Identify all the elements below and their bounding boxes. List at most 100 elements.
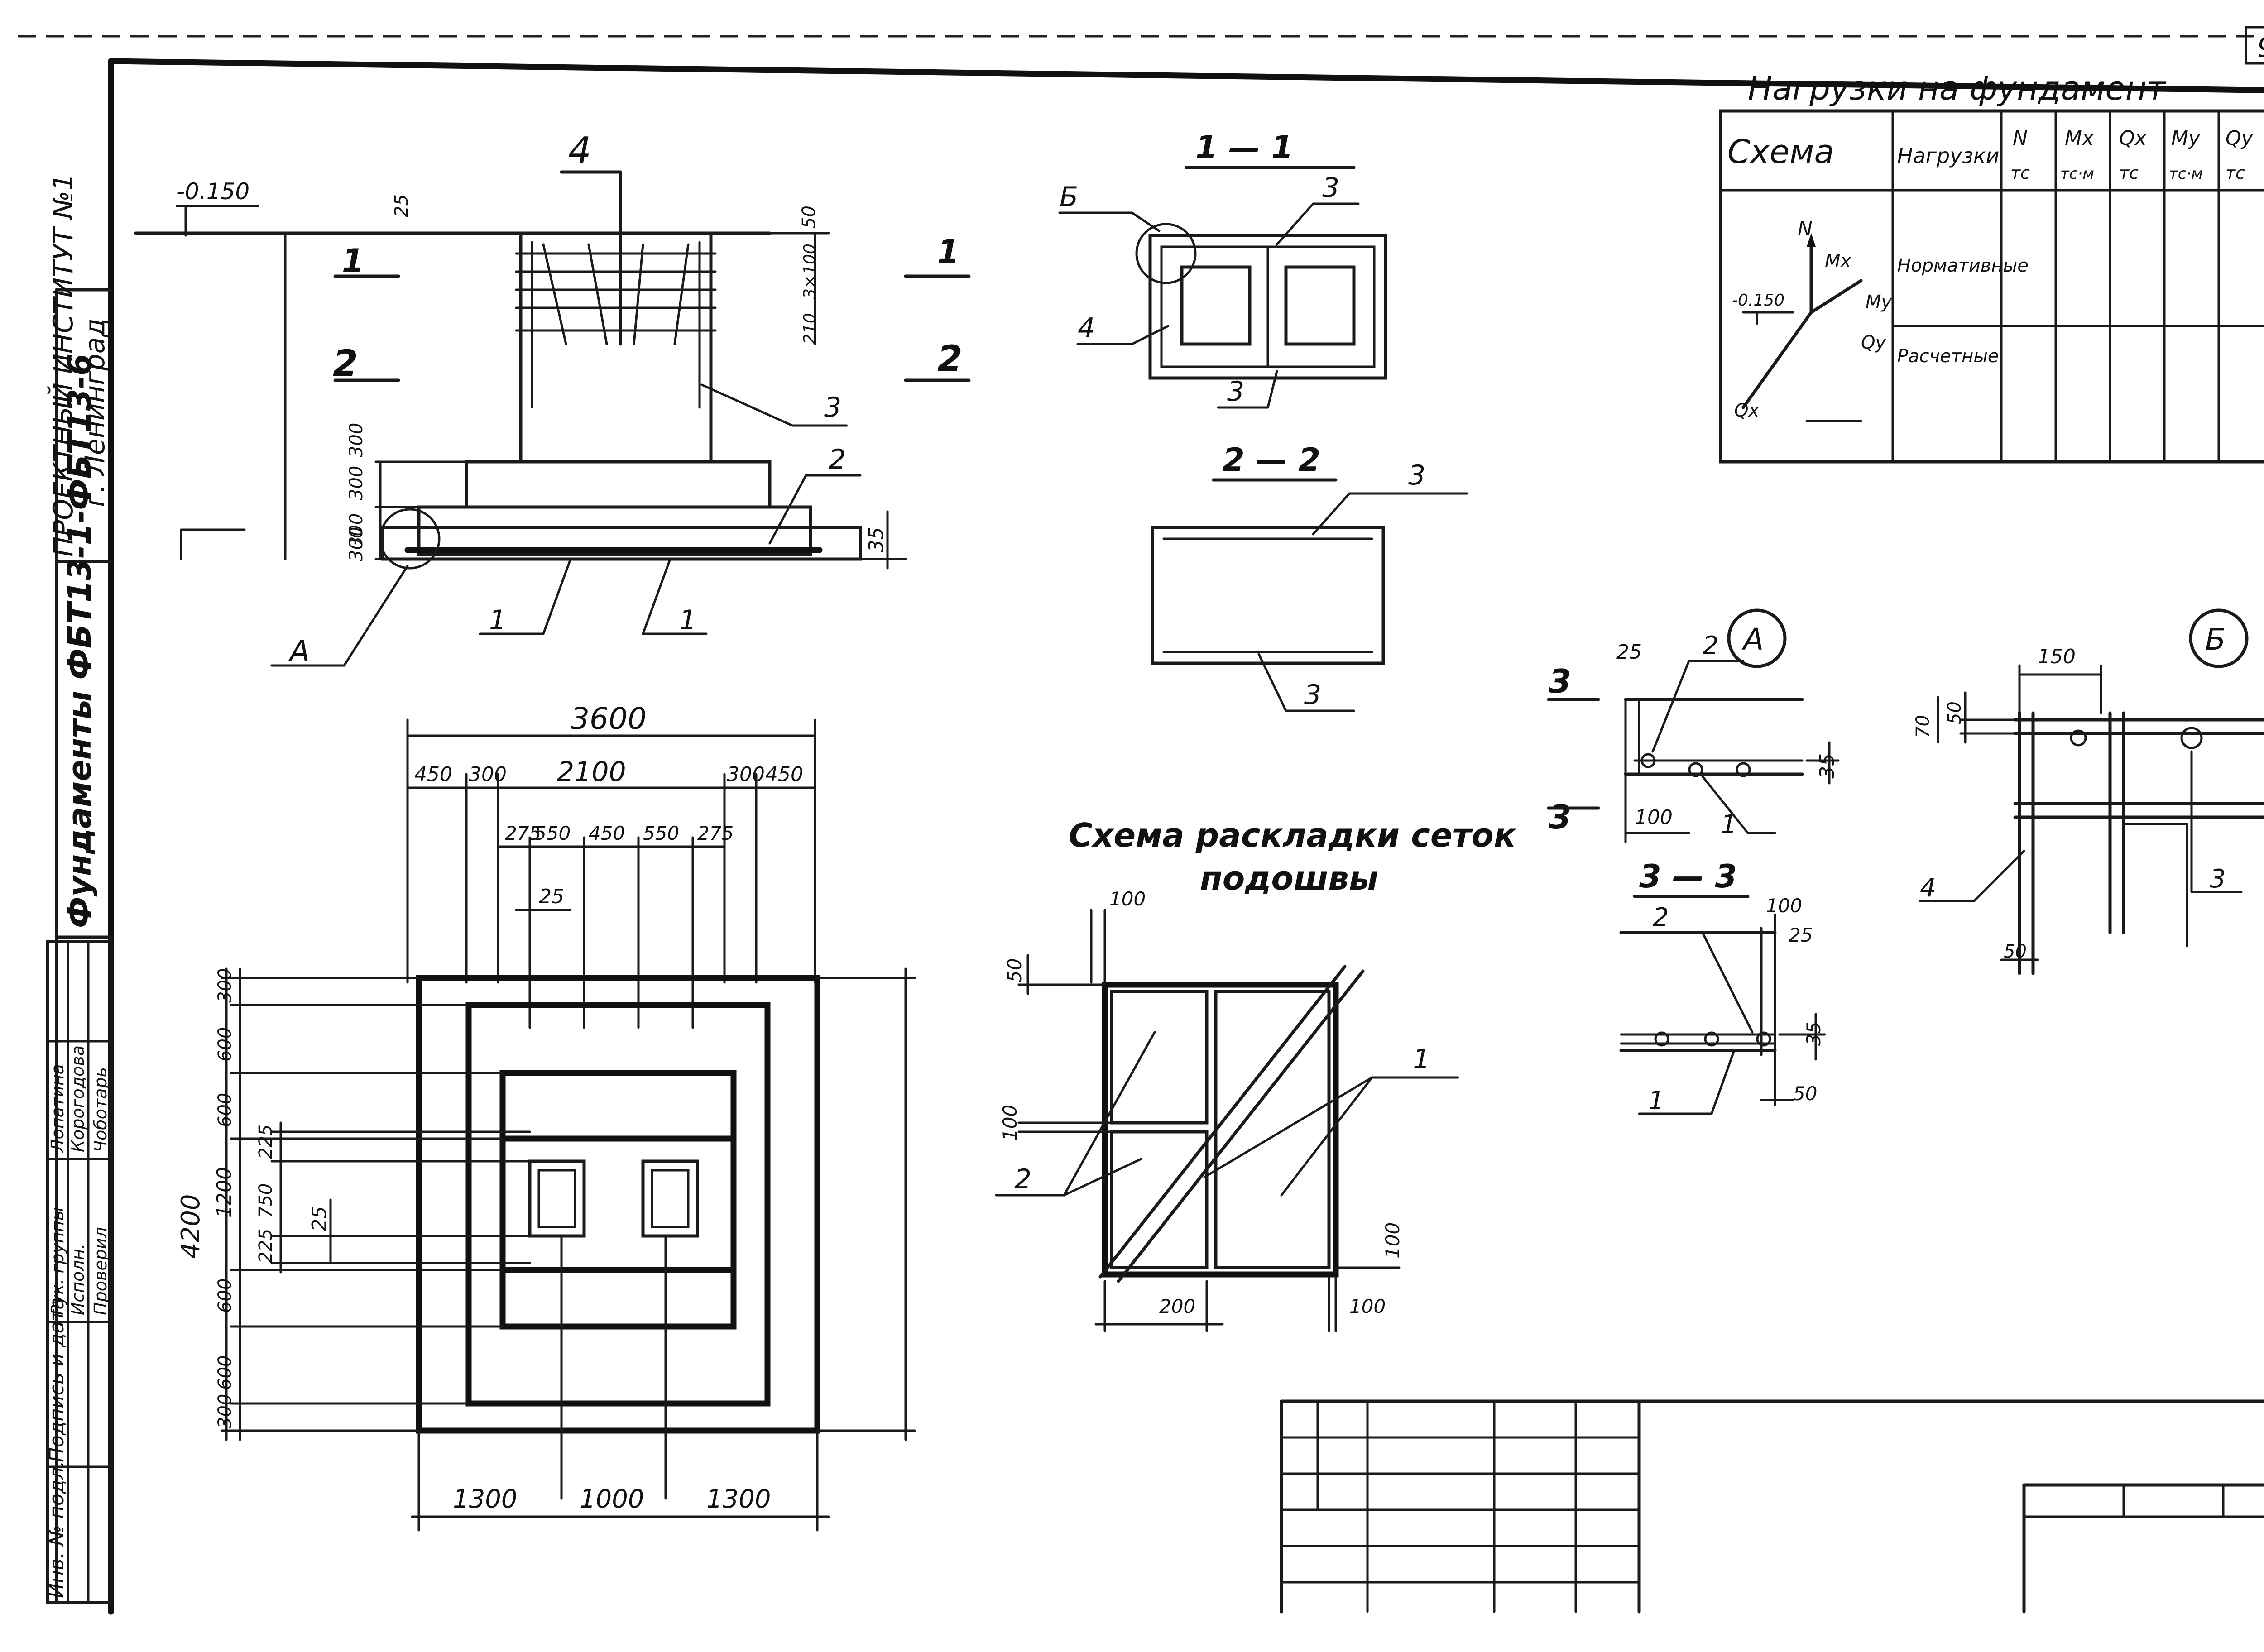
elev-label-2: 2 <box>829 444 846 475</box>
detail-a-mark: А <box>1741 622 1764 657</box>
mesh-dim-right: 100 <box>1381 1222 1404 1259</box>
detail-b: Б 150 50 70 50 4 3 <box>1913 608 2264 975</box>
s33-dim-50: 50 <box>1793 1082 1817 1105</box>
mesh-title-2: подошвы <box>1200 859 1378 897</box>
col-schema: Схема <box>1727 133 1834 171</box>
col-my-sym: My <box>2171 127 2201 150</box>
detail-a-dim-25: 25 <box>1616 641 1642 664</box>
sign-name-2: Корогодова <box>68 1045 88 1152</box>
detail-a-cut-top: 3 <box>1549 662 1571 700</box>
s22-label-3-bottom: 3 <box>1304 679 1321 711</box>
plan-bottom-d3: 1300 <box>706 1484 771 1514</box>
elev-dim-r1: 50 <box>799 206 820 229</box>
detail-b-label-4: 4 <box>1920 873 1936 903</box>
section-mark-1-left: 1 <box>342 242 364 279</box>
col-qx-sym: Qx <box>2119 127 2147 150</box>
mesh-dim-bottom-2: 100 <box>1349 1295 1386 1317</box>
plan-gap-dim: 25 <box>539 885 564 908</box>
plan-left-d6: 600 <box>215 1355 235 1390</box>
elev-label-1a: 1 <box>489 604 506 636</box>
elev-dim-l4: 300 <box>346 527 367 561</box>
plan-left-d5: 600 <box>215 1279 235 1313</box>
detail-b-dim-50-bottom: 50 <box>2004 941 2027 962</box>
loads-table: Нагрузки на фундамент Схема Нагрузки N т… <box>1719 69 2264 464</box>
plan-width: 3600 <box>571 701 647 736</box>
plan-top-d1: 450 <box>414 763 452 786</box>
elev-top-label: 4 <box>568 129 591 172</box>
detail-a-label-1: 1 <box>1721 810 1737 839</box>
plan-view: 3600 450 300 2100 300 450 275 550 450 55… <box>176 701 916 1532</box>
level-mark: -0.150 <box>177 178 249 205</box>
col-mx-unit: тс·м <box>2060 165 2094 183</box>
elev-label-a: А <box>288 635 310 668</box>
elev-label-1b: 1 <box>679 604 696 636</box>
plan-top-d3: 2100 <box>557 756 626 788</box>
col-qy-unit: тс <box>2226 163 2245 183</box>
schema-qy: Qy <box>1861 332 1886 353</box>
load-schema-icon: N Mx My Qy Qx -0.150 <box>1732 217 1893 422</box>
plan-left-d3: 600 <box>215 1093 235 1127</box>
sign-header-date: Подпись и дата <box>45 1298 68 1462</box>
institute-name: ПРОЕКТНЫЙ ИНСТИТУТ №1 <box>47 173 79 557</box>
plan-inner-d2: 550 <box>534 822 571 844</box>
elev-dim-r3: 210 <box>801 313 819 344</box>
signature-block: Инв. № подл. Подпись и дата Рук. группы … <box>45 940 113 1604</box>
row-design: Расчетные <box>1897 346 1999 367</box>
elev-label-3: 3 <box>824 392 841 423</box>
section-mark-1-right: 1 <box>937 233 959 270</box>
col-qy-sym: Qy <box>2226 127 2254 150</box>
title-block <box>1280 1399 2264 1614</box>
plan-top-d5: 450 <box>765 763 803 786</box>
detail-a-dim-100: 100 <box>1635 806 1673 829</box>
detail-a: А 25 35 100 2 1 3 3 <box>1547 608 1840 843</box>
mesh-scheme: Схема раскладки сеток подошвы 100 50 100… <box>995 816 1517 1332</box>
plan-left-d2: 600 <box>215 1027 235 1062</box>
schema-qx: Qx <box>1734 400 1759 421</box>
schema-my: My <box>1866 292 1893 312</box>
col-my-unit: тс·м <box>2169 165 2203 183</box>
loads-table-title: Нагрузки на фундамент <box>1748 69 2167 107</box>
plan-left-i1: 225 <box>255 1125 276 1159</box>
mesh-label-2: 2 <box>1014 1164 1031 1195</box>
plan-left-gap: 25 <box>308 1206 331 1231</box>
left-title-strip: ПРОЕКТНЫЙ ИНСТИТУТ №1 г. Ленинград Фунда… <box>47 173 113 1604</box>
plan-left-d4: 1200 <box>213 1167 236 1218</box>
s11-label-3-top: 3 <box>1322 172 1339 204</box>
elev-dim-l2: 300 <box>346 466 367 500</box>
section-3-3-title: 3 — 3 <box>1639 858 1737 895</box>
section-1-1: 1 — 1 Б 3 4 3 <box>1058 129 1387 409</box>
mesh-label-1: 1 <box>1413 1044 1430 1075</box>
section-3-3: 3 — 3 100 25 35 50 2 1 <box>1619 858 1826 1116</box>
col-qx-unit: тс <box>2119 163 2139 183</box>
s33-label-1: 1 <box>1648 1086 1664 1116</box>
sign-header-inv: Инв. № подл. <box>45 1460 68 1598</box>
institute-city: г. Ленинград <box>79 318 111 507</box>
drawing-title: Фундаменты ФБТ13-1-ФБТ13-6 <box>61 354 98 928</box>
col-mx-sym: Mx <box>2065 127 2094 150</box>
plan-inner-d3: 450 <box>589 822 625 844</box>
detail-b-dim-150: 150 <box>2038 645 2076 668</box>
s33-dim-25: 25 <box>1789 924 1813 946</box>
s11-label-3-bottom: 3 <box>1227 376 1244 407</box>
s22-label-3-top: 3 <box>1408 460 1425 491</box>
plan-left-d1: 300 <box>215 968 235 1003</box>
mesh-dim-top: 100 <box>1109 888 1146 910</box>
section-mark-2-right: 2 <box>937 338 963 380</box>
sign-role-2: Исполн. <box>68 1243 88 1315</box>
plan-top-d2: 300 <box>469 763 507 786</box>
section-2-2-title: 2 — 2 <box>1223 441 1320 479</box>
plan-left-i2: 750 <box>255 1183 276 1218</box>
sign-role-3: Проверил <box>91 1227 110 1315</box>
plan-inner-d1: 275 <box>505 822 541 844</box>
row-normative: Нормативные <box>1897 255 2029 276</box>
schema-level: -0.150 <box>1732 291 1784 310</box>
elevation-view: -0.150 4 300 300 300 300 <box>134 129 971 668</box>
mesh-dim-left-mid: 100 <box>999 1105 1021 1141</box>
detail-b-dim-50: 50 <box>1944 701 1965 724</box>
plan-bottom-d1: 1300 <box>453 1484 518 1514</box>
plan-left-d7: 300 <box>215 1394 235 1428</box>
plan-inner-d5: 275 <box>697 822 734 844</box>
detail-a-dim-35: 35 <box>1816 753 1839 779</box>
plan-bottom-d2: 1000 <box>580 1484 644 1514</box>
plan-top-d4: 300 <box>727 763 765 786</box>
